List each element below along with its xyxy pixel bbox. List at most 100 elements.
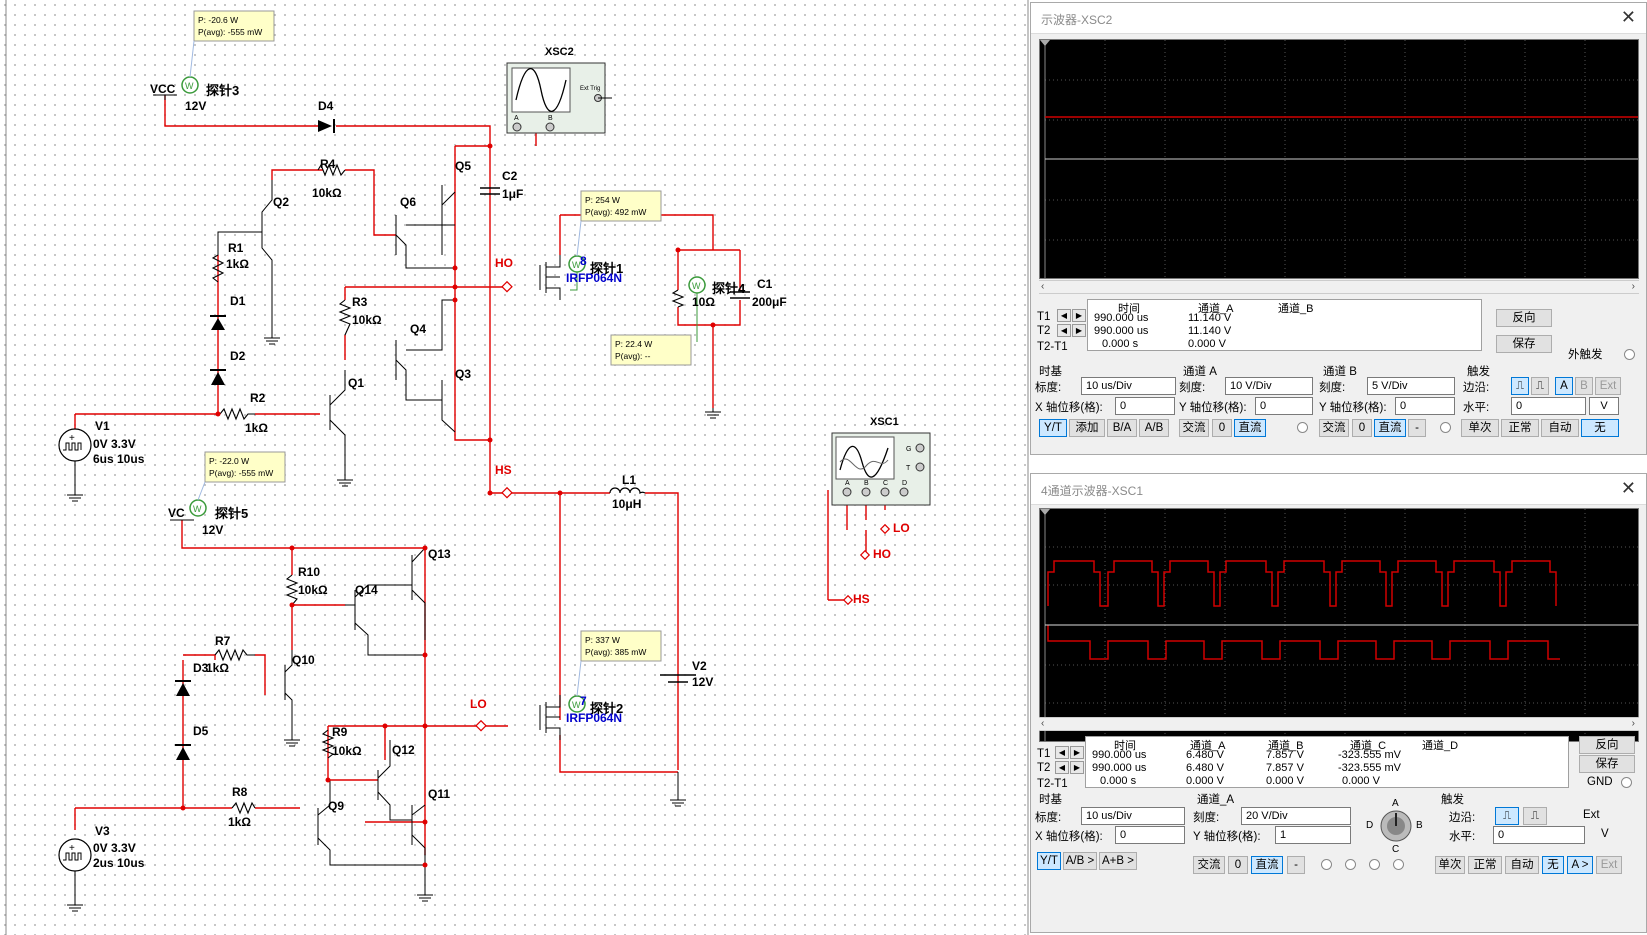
chb-radio[interactable]	[1440, 422, 1451, 433]
cha-dc-button[interactable]: 直流	[1234, 419, 1266, 437]
none-button[interactable]: 无	[1542, 856, 1564, 874]
xsc1-port-d: D	[902, 480, 907, 487]
cha-ypos-field[interactable]: 0	[1255, 397, 1313, 415]
probe1-box[interactable]: P: 254 W P(avg): 492 mW	[580, 190, 662, 222]
xsc2-instrument[interactable]	[506, 62, 612, 134]
t1-left-arrow[interactable]: ◀	[1057, 309, 1071, 322]
cha-ypos-field[interactable]: 1	[1275, 826, 1351, 844]
mos2-ref-fragment: 7	[580, 694, 587, 708]
yt-button[interactable]: Y/T	[1039, 419, 1067, 437]
t1-left-arrow[interactable]: ◀	[1055, 746, 1069, 759]
ba-button[interactable]: B/A	[1107, 419, 1137, 437]
probe3-box[interactable]: P: -20.6 W P(avg): -555 mW	[193, 10, 275, 42]
normal-button[interactable]: 正常	[1501, 419, 1539, 437]
trigger-a-button[interactable]: A >	[1567, 856, 1593, 874]
xsc1-instrument[interactable]	[831, 432, 931, 506]
minus-button[interactable]: -	[1287, 856, 1305, 874]
save-button[interactable]: 保存	[1496, 335, 1552, 353]
chb-scale-field[interactable]: 5 V/Div	[1367, 377, 1455, 395]
trigger-level-field[interactable]: 0	[1493, 826, 1585, 844]
save-button[interactable]: 保存	[1579, 755, 1635, 773]
falling-edge-icon[interactable]: ⎍	[1531, 377, 1549, 395]
osc-xsc1-screen[interactable]	[1039, 508, 1639, 742]
zero-button[interactable]: 0	[1228, 856, 1248, 874]
scroll-left-icon[interactable]: ‹	[1041, 281, 1045, 292]
timebase-xpos-field[interactable]: 0	[1115, 826, 1185, 844]
falling-edge-icon[interactable]: ⎍	[1523, 807, 1547, 825]
timebase-scale-field[interactable]: 10 us/Div	[1081, 807, 1185, 825]
meas-header-cha: 通道_A	[1198, 303, 1234, 315]
chb-dc-button[interactable]: 直流	[1374, 419, 1406, 437]
close-icon[interactable]: ✕	[1620, 478, 1636, 498]
trigger-level-field[interactable]: 0	[1511, 397, 1586, 415]
osc-xsc1-scrollbar-bottom[interactable]: ‹ ›	[1039, 717, 1639, 731]
rising-edge-icon[interactable]: ⎍	[1495, 807, 1519, 825]
yt-button[interactable]: Y/T	[1037, 852, 1061, 870]
t2-left-arrow[interactable]: ◀	[1057, 324, 1071, 337]
rising-edge-icon[interactable]: ⎍	[1511, 377, 1529, 395]
t1-right-arrow[interactable]: ▶	[1070, 746, 1084, 759]
wires	[74, 95, 886, 855]
cha-scale-field[interactable]: 10 V/Div	[1225, 377, 1313, 395]
cha-scale-field[interactable]: 20 V/Div	[1241, 807, 1351, 825]
normal-button[interactable]: 正常	[1468, 856, 1502, 874]
none-button[interactable]: 无	[1581, 419, 1619, 437]
cha-ac-button[interactable]: 交流	[1179, 419, 1209, 437]
cha-zero-button[interactable]: 0	[1212, 419, 1232, 437]
trigger-a-button[interactable]: A	[1555, 377, 1573, 395]
osc-xsc1-window[interactable]: 4通道示波器-XSC1 ✕ ‹ › 时间 通道_A	[1030, 473, 1647, 933]
timebase-xpos-field[interactable]: 0	[1115, 397, 1175, 415]
scroll-left-icon[interactable]: ‹	[1041, 718, 1045, 729]
trigger-unit-field[interactable]: V	[1589, 397, 1619, 415]
osc-xsc1-titlebar[interactable]: 4通道示波器-XSC1 ✕	[1031, 474, 1646, 505]
add-button[interactable]: 添加	[1069, 419, 1105, 437]
probe5-box[interactable]: P: -22.0 W P(avg): -555 mW	[204, 451, 286, 483]
ext-trigger-radio[interactable]	[1624, 349, 1635, 360]
dc-button[interactable]: 直流	[1251, 856, 1283, 874]
scroll-right-icon[interactable]: ›	[1631, 281, 1635, 292]
reverse-button[interactable]: 反向	[1579, 736, 1635, 754]
ch-radio-2[interactable]	[1345, 859, 1356, 870]
gnd-radio[interactable]	[1621, 777, 1632, 788]
channel-knob[interactable]: A B C D	[1366, 796, 1426, 856]
osc-xsc2-screen[interactable]	[1039, 39, 1639, 279]
t2-right-arrow[interactable]: ▶	[1070, 761, 1084, 774]
chb-ac-button[interactable]: 交流	[1319, 419, 1349, 437]
cha-radio[interactable]	[1297, 422, 1308, 433]
auto-button[interactable]: 自动	[1505, 856, 1539, 874]
ch-radio-1[interactable]	[1321, 859, 1332, 870]
q6-label: Q6	[400, 195, 416, 209]
meas-r2-cha: 6.480 V	[1186, 762, 1224, 774]
probe4-box[interactable]: P: 22.4 W P(avg): --	[610, 334, 692, 366]
ab-button[interactable]: A/B	[1139, 419, 1169, 437]
ab-button[interactable]: A/B >	[1063, 852, 1097, 870]
t2-left-arrow[interactable]: ◀	[1055, 761, 1069, 774]
ch-radio-3[interactable]	[1369, 859, 1380, 870]
t2-right-arrow[interactable]: ▶	[1072, 324, 1086, 337]
apb-button[interactable]: A+B >	[1099, 852, 1137, 870]
chb-ypos-field[interactable]: 0	[1395, 397, 1455, 415]
single-button[interactable]: 单次	[1435, 856, 1465, 874]
t1-right-arrow[interactable]: ▶	[1072, 309, 1086, 322]
trigger-ext-button[interactable]: Ext	[1596, 856, 1622, 874]
q11-label: Q11	[428, 787, 450, 801]
scroll-right-icon[interactable]: ›	[1631, 718, 1635, 729]
chb-minus-button[interactable]: -	[1408, 419, 1426, 437]
timebase-scale-field[interactable]: 10 us/Div	[1081, 377, 1176, 395]
chb-zero-button[interactable]: 0	[1352, 419, 1372, 437]
v1-amp: 0V 3.3V	[93, 437, 136, 451]
trigger-ext-button[interactable]: Ext	[1595, 377, 1621, 395]
osc-xsc2-scrollbar[interactable]: ‹ ›	[1039, 280, 1639, 294]
osc-xsc2-window[interactable]: 示波器-XSC2 ✕ ‹ › 时间 通道_A 通道_B 990.000 us	[1030, 2, 1647, 455]
probe2-box[interactable]: P: 337 W P(avg): 385 mW	[580, 630, 662, 662]
ac-button[interactable]: 交流	[1193, 856, 1225, 874]
ch-radio-4[interactable]	[1393, 859, 1404, 870]
single-button[interactable]: 单次	[1461, 419, 1499, 437]
auto-button[interactable]: 自动	[1541, 419, 1579, 437]
osc-xsc2-titlebar[interactable]: 示波器-XSC2 ✕	[1031, 3, 1646, 34]
trigger-b-button[interactable]: B	[1575, 377, 1593, 395]
reverse-button[interactable]: 反向	[1496, 309, 1552, 327]
schematic-svg[interactable]: + + W W W W W P: -20.6 W	[0, 0, 1030, 935]
close-icon[interactable]: ✕	[1620, 7, 1636, 27]
schematic-canvas[interactable]: + + W W W W W P: -20.6 W	[0, 0, 1030, 935]
